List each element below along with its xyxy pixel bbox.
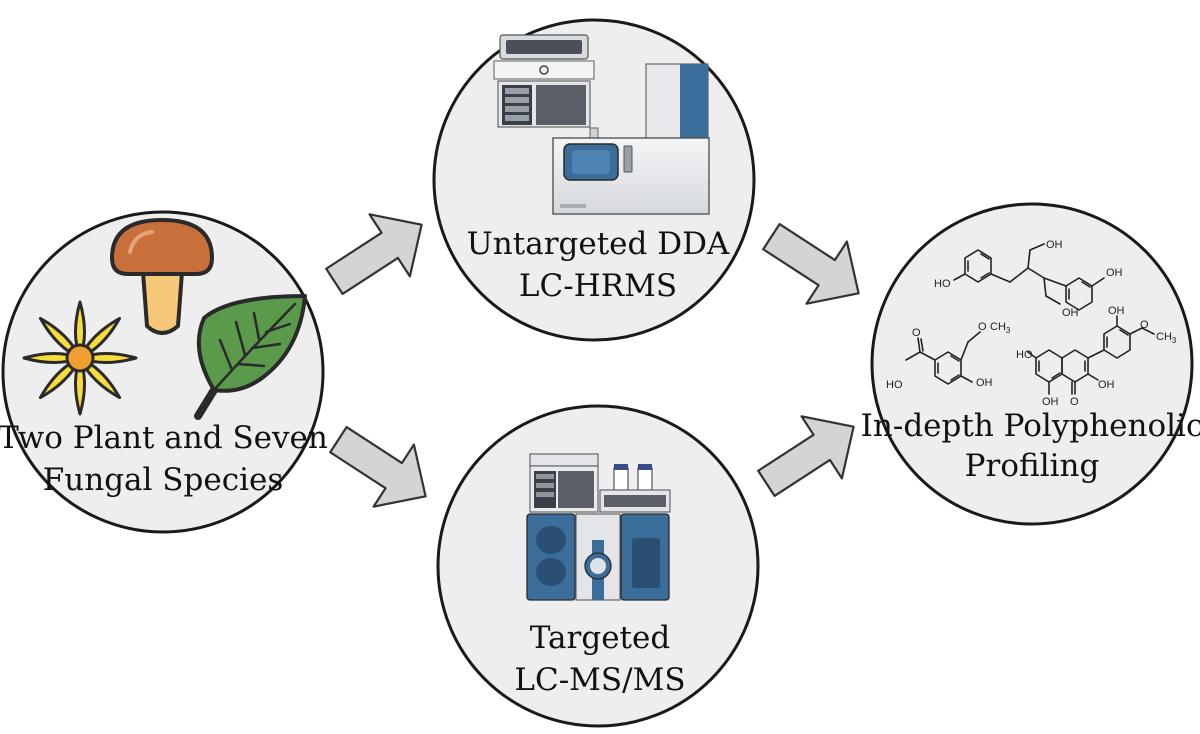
result-circle	[870, 202, 1194, 526]
chem-methoxy-o-1: O	[978, 321, 987, 333]
untargeted-label-line1: Untargeted DDA	[467, 226, 730, 262]
targeted-node: Targeted LC-MS/MS	[436, 404, 760, 728]
result-label-line1: In-depth Polyphenolic	[861, 408, 1200, 444]
chem-oh-2: OH	[1062, 307, 1079, 319]
arrow-targeted-to-result	[757, 415, 855, 498]
targeted-label-line2: LC-MS/MS	[514, 662, 685, 698]
chem-ch3-2: CH3	[1156, 331, 1177, 345]
chem-ho-3: HO	[1016, 349, 1033, 361]
untargeted-node: Untargeted DDA LC-HRMS	[432, 18, 756, 342]
source-node: Two Plant and Seven Fungal Species	[0, 210, 328, 534]
chem-ch3-1: CH3	[990, 321, 1011, 335]
source-circle	[1, 210, 325, 534]
chem-ho-1: HO	[934, 278, 951, 290]
chem-oh-1: OH	[1046, 239, 1063, 251]
source-label-line1: Two Plant and Seven	[0, 420, 328, 456]
lcms-instrument-icon	[526, 453, 671, 601]
untargeted-label-line2: LC-HRMS	[519, 268, 677, 304]
chem-oh-3: OH	[1106, 267, 1123, 279]
chem-oh-4: OH	[976, 377, 993, 389]
result-label-line2: Profiling	[965, 448, 1100, 484]
leaf-icon	[194, 294, 307, 420]
chem-methoxy-o-2: O	[1140, 319, 1149, 331]
chem-oh-7: OH	[1108, 305, 1125, 317]
chem-ho-2: HO	[886, 379, 903, 391]
targeted-label-line1: Targeted	[530, 620, 670, 656]
chem-oh-5: OH	[1042, 396, 1059, 408]
chemical-structure-icons: OH OH OH HO O HO OH O CH3	[886, 239, 1177, 408]
result-node: OH OH OH HO O HO OH O CH3	[861, 202, 1200, 526]
arrow-source-to-targeted	[329, 425, 427, 508]
arrow-source-to-untargeted	[325, 213, 423, 296]
source-label-line2: Fungal Species	[43, 462, 284, 498]
flower-icon	[22, 300, 138, 416]
chem-o-2: O	[1070, 396, 1079, 408]
hplc-instrument-icon	[493, 34, 595, 128]
chem-o-1: O	[912, 327, 921, 339]
mushroom-icon	[110, 218, 214, 335]
arrow-untargeted-to-result	[762, 222, 860, 305]
chem-oh-6: OH	[1098, 379, 1115, 391]
mass-spectrometer-icon	[552, 63, 710, 215]
